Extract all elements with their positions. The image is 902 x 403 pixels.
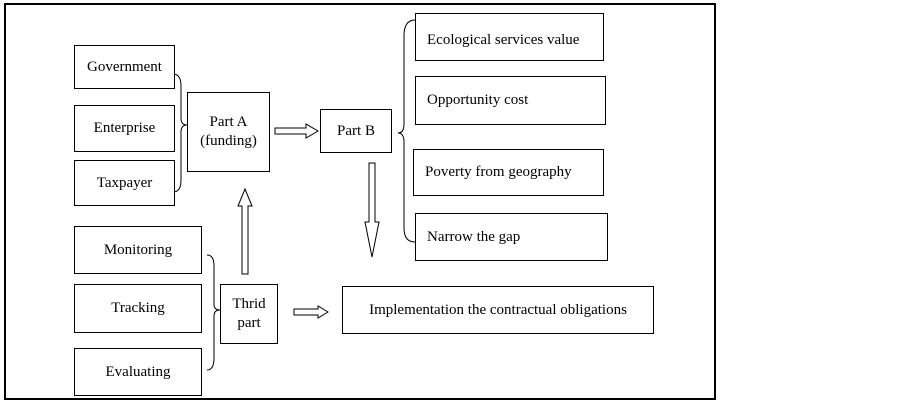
government-label: Government [87,58,162,75]
poverty-geography-label: Poverty from geography [425,164,572,180]
narrow-gap-label: Narrow the gap [427,228,521,245]
narrow-gap-box: Narrow the gap [415,213,608,261]
monitoring-label: Monitoring [103,241,173,258]
third-part-box: Thrid part [220,284,278,344]
enterprise-label: Enterprise [93,120,156,136]
arrow-third-to-implementation [293,305,329,319]
enterprise-box: Enterprise [74,105,175,152]
brace-values [397,19,416,243]
arrow-partb-to-implementation [364,162,380,258]
part-b-label: Part B [337,122,375,139]
implementation-box: Implementation the contractual obligatio… [342,286,654,334]
diagram-frame [4,3,716,400]
brace-funders [172,73,188,193]
poverty-geography-box: Poverty from geography [413,149,604,196]
arrow-third-to-parta [237,187,253,275]
ecological-services-box: Ecological services value [415,13,604,61]
part-b-box: Part B [320,109,392,153]
opportunity-cost-box: Opportunity cost [415,76,606,125]
taxpayer-label: Taxpayer [96,174,153,191]
brace-activities [206,254,221,371]
evaluating-box: Evaluating [74,348,202,396]
evaluating-label: Evaluating [105,363,171,380]
implementation-label: Implementation the contractual obligatio… [369,301,627,318]
third-part-label: Thrid part [232,296,266,331]
monitoring-box: Monitoring [74,226,202,274]
tracking-label: Tracking [111,300,165,316]
part-a-box: Part A (funding) [187,92,270,172]
government-box: Government [74,45,175,89]
ecological-services-label: Ecological services value [427,32,580,48]
arrow-parta-to-partb [274,123,319,139]
tracking-box: Tracking [74,284,202,333]
opportunity-cost-label: Opportunity cost [427,92,529,108]
part-a-label: Part A (funding) [200,114,257,149]
taxpayer-box: Taxpayer [74,160,175,206]
